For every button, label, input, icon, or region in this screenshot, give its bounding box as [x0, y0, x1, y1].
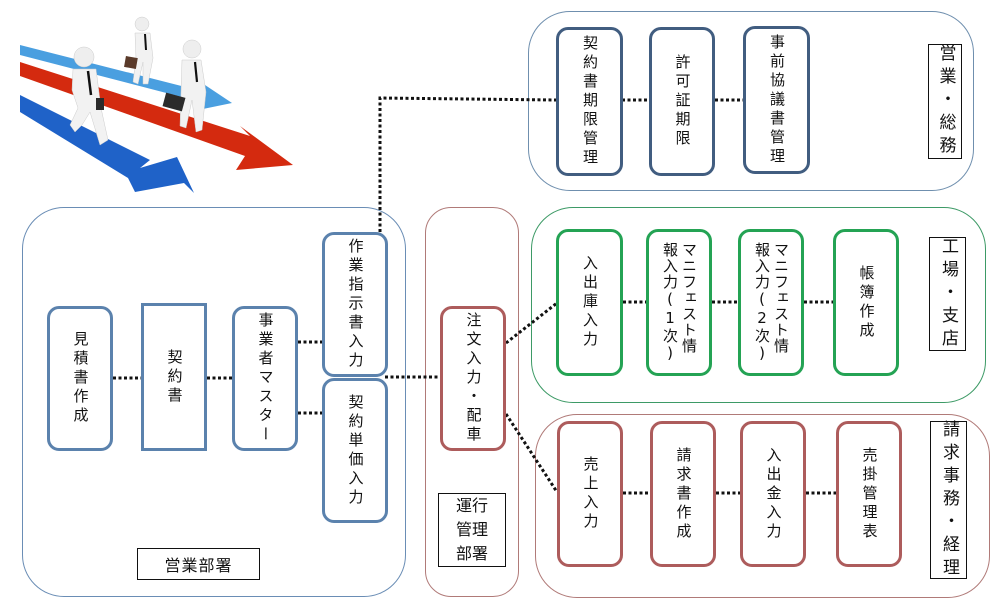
blue-arrow: [20, 95, 194, 193]
node-invoice[interactable]: 請求書作成: [650, 421, 716, 567]
node-inout-stock-label: 入出庫入力: [581, 255, 599, 350]
node-receivables-label: 売掛管理表: [860, 446, 879, 542]
node-estimate-label: 見積書作成: [71, 331, 90, 426]
node-estimate[interactable]: 見積書作成: [47, 306, 113, 451]
connector-order-inout: [505, 301, 558, 345]
factory-branch-label: 工場・支店: [929, 236, 966, 352]
billing-accounting-label: 請求事務・経理: [930, 419, 967, 581]
node-payment-entry[interactable]: 入出金入力: [740, 421, 806, 567]
node-sales-entry-label: 売上入力: [581, 456, 600, 532]
node-manifest-2-label: マニフェスト情 報入力(2次): [752, 242, 790, 363]
node-prior-agreement[interactable]: 事前協議書管理: [743, 26, 810, 174]
sales-dept-group: [22, 207, 406, 597]
sales-general-label: 営業・総務: [928, 44, 962, 159]
node-work-order-label: 作業指示書入力: [346, 238, 365, 371]
node-manifest-1-line2: 報入力(1次): [661, 242, 679, 363]
billing-accounting-group: [535, 414, 990, 598]
sales-general-label-text: 営業・総務: [935, 44, 956, 159]
operations-dept-label: 運行 管理 部署: [438, 493, 506, 567]
node-contract-price[interactable]: 契約単価入力: [322, 378, 388, 523]
node-contract-expiry-label: 契約書期限管理: [581, 35, 599, 168]
factory-branch-group: [531, 207, 986, 403]
node-operator-master-label: 事業者マスター: [256, 312, 275, 445]
billing-accounting-label-text: 請求事務・経理: [939, 419, 959, 581]
light-blue-arrow: [20, 45, 232, 110]
businessmen-arrows-illustration: [0, 16, 293, 193]
node-manifest-1-line1: マニフェスト情: [680, 242, 698, 354]
node-receivables[interactable]: 売掛管理表: [836, 421, 902, 567]
node-prior-agreement-label: 事前協議書管理: [768, 33, 786, 167]
node-payment-entry-label: 入出金入力: [764, 446, 783, 542]
node-contract-label: 契約書: [165, 348, 184, 406]
node-order-dispatch[interactable]: 注文入力・配車: [440, 306, 506, 451]
node-work-order[interactable]: 作業指示書入力: [322, 232, 388, 377]
node-manifest-1[interactable]: マニフェスト情 報入力(1次): [646, 229, 712, 376]
node-contract-price-label: 契約単価入力: [346, 393, 365, 508]
sales-dept-label-text: 営業部署: [164, 556, 233, 575]
connector-workorder-general: [378, 96, 557, 232]
node-manifest-1-label: マニフェスト情 報入力(1次): [660, 242, 698, 363]
connector-order-sales: [504, 413, 559, 493]
node-ledger-label: 帳簿作成: [857, 264, 876, 341]
operations-dept-label-text: 運行 管理 部署: [455, 496, 488, 563]
node-manifest-2[interactable]: マニフェスト情 報入力(2次): [738, 229, 804, 376]
node-contract[interactable]: 契約書: [141, 303, 207, 451]
businessman-figure-back: [124, 16, 154, 85]
node-ledger[interactable]: 帳簿作成: [833, 229, 899, 376]
sales-dept-label: 営業部署: [137, 548, 260, 580]
node-order-dispatch-label: 注文入力・配車: [464, 312, 483, 445]
node-sales-entry[interactable]: 売上入力: [557, 421, 623, 567]
node-permit-expiry[interactable]: 許可証期限: [649, 27, 715, 176]
node-permit-expiry-label: 許可証期限: [673, 54, 692, 149]
businessman-figure-front: [69, 46, 109, 146]
node-contract-expiry[interactable]: 契約書期限管理: [556, 27, 623, 176]
node-invoice-label: 請求書作成: [674, 446, 693, 542]
node-manifest-2-line2: 報入力(2次): [753, 242, 771, 363]
businessman-figure-right: [162, 39, 207, 133]
node-operator-master[interactable]: 事業者マスター: [232, 306, 298, 451]
operations-dept-group: [425, 207, 519, 597]
node-manifest-2-line1: マニフェスト情: [772, 242, 790, 354]
node-inout-stock[interactable]: 入出庫入力: [556, 229, 623, 376]
factory-branch-label-text: 工場・支店: [938, 236, 958, 352]
